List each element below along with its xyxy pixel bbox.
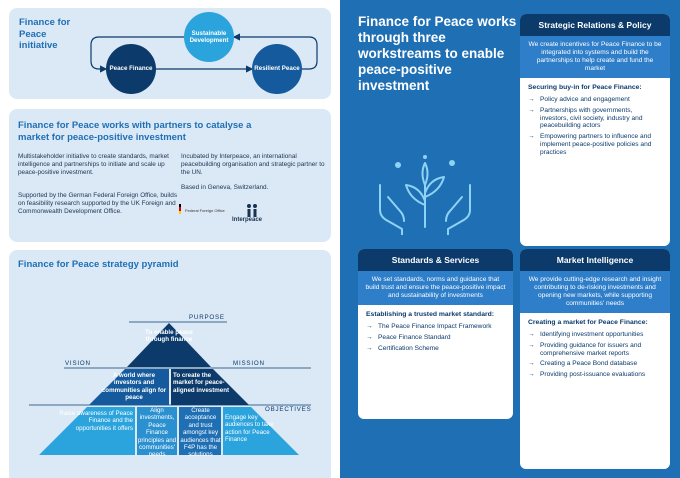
cycle-arrows	[90, 33, 318, 73]
strategic-relations-header: Strategic Relations & Policy	[520, 14, 670, 36]
strategic-relations-subheading: Securing buy-in for Peace Finance:	[528, 84, 642, 91]
resilient-peace-circle: Resilient Peace	[252, 44, 302, 94]
list-item: →Peace Finance Standard	[366, 333, 451, 341]
arrow-right-icon: →	[366, 323, 373, 330]
workstreams-title: Finance for Peace works through three wo…	[358, 14, 517, 93]
about-text-location: Based in Geneva, Switzerland.	[181, 184, 269, 191]
peace-finance-circle: Peace Finance	[106, 44, 156, 94]
objective-3-text: Create acceptance and trust amongst key …	[180, 407, 221, 459]
arrow-right-icon: →	[528, 331, 535, 338]
about-panel: Finance for Peace works with partners to…	[9, 109, 331, 242]
standards-services-card: Standards & Services We set standards, n…	[358, 249, 513, 419]
list-item: →Identifying investment opportunities	[528, 331, 644, 338]
interpeace-logo-text: Interpeace	[232, 217, 263, 223]
market-intelligence-subheading: Creating a market for Peace Finance:	[528, 319, 648, 326]
german-logo-text: Federal Foreign Office	[185, 208, 225, 213]
arrow-right-icon: →	[528, 133, 535, 141]
vision-label: VISION	[65, 360, 91, 367]
mission-text: To create the market for peace-aligned i…	[173, 372, 230, 394]
pyramid-header: Finance for Peace strategy pyramid	[9, 250, 331, 277]
arrow-right-icon: →	[528, 106, 535, 114]
objectives-label: OBJECTIVES	[265, 406, 312, 413]
vision-text: A world where investors and communities …	[101, 372, 167, 402]
objective-4-text: Engage key audiences to take action for …	[225, 414, 274, 444]
list-item: →Providing post-issuance evaluations	[528, 371, 646, 379]
standards-services-intro: We set standards, norms and guidance tha…	[358, 271, 513, 305]
list-item: →Certification Scheme	[366, 344, 439, 352]
market-intelligence-header: Market Intelligence	[520, 249, 670, 271]
arrow-right-icon: →	[528, 371, 535, 379]
arrow-right-icon: →	[528, 360, 535, 368]
list-item: →Creating a Peace Bond database	[528, 360, 638, 368]
workstreams-section: Finance for Peace works through three wo…	[340, 0, 680, 478]
strategic-relations-card: Strategic Relations & Policy We create i…	[520, 14, 670, 246]
interpeace-logo: Interpeace	[232, 203, 272, 223]
market-intelligence-card: Market Intelligence We provide cutting-e…	[520, 249, 670, 469]
list-item: →The Peace Finance Impact Framework	[366, 323, 492, 330]
standards-services-subheading: Establishing a trusted market standard:	[366, 311, 495, 318]
objective-1-text: Raise awareness of Peace Finance and the…	[59, 410, 133, 432]
arrow-right-icon: →	[528, 96, 535, 103]
list-item: →Empowering partners to influence and im…	[528, 133, 652, 156]
mission-label: MISSION	[233, 360, 265, 367]
sustainable-development-circle: Sustainable Development	[184, 12, 234, 62]
market-intelligence-intro: We provide cutting-edge research and ins…	[520, 271, 670, 313]
arrow-right-icon: →	[528, 341, 535, 349]
list-item: →Providing guidance for issuers and comp…	[528, 341, 642, 357]
objective-2-text: Align investments, Peace Finance princip…	[137, 407, 177, 459]
pyramid-title: Finance for Peace strategy pyramid	[18, 259, 179, 270]
list-item: →Partnerships with governments, investor…	[528, 106, 643, 130]
interpeace-mark-icon	[247, 204, 257, 217]
standards-services-header: Standards & Services	[358, 249, 513, 271]
hands-plant-icon	[379, 155, 471, 235]
about-text-incubated: Incubated by Interpeace, an internationa…	[181, 153, 325, 176]
strategy-pyramid	[29, 321, 311, 455]
strategic-relations-intro: We create incentives for Peace Finance t…	[520, 36, 670, 78]
about-title: Finance for Peace works with partners to…	[18, 120, 252, 143]
list-item: →Policy advice and engagement	[528, 96, 630, 103]
about-text-initiative: Multistakeholder initiative to create st…	[18, 153, 169, 176]
cycle-panel: Finance for Peace initiative Sustainable…	[9, 8, 331, 99]
pyramid-panel: PURPOSE VISION MISSION OBJECTIVES To ena…	[9, 277, 331, 478]
arrow-right-icon: →	[366, 344, 373, 352]
arrow-right-icon: →	[366, 333, 373, 341]
cycle-title: Finance for Peace initiative	[19, 17, 71, 51]
about-text-support: Supported by the German Federal Foreign …	[18, 192, 178, 215]
purpose-text: To enable peace through finance	[145, 329, 193, 344]
purpose-label: PURPOSE	[189, 314, 225, 321]
